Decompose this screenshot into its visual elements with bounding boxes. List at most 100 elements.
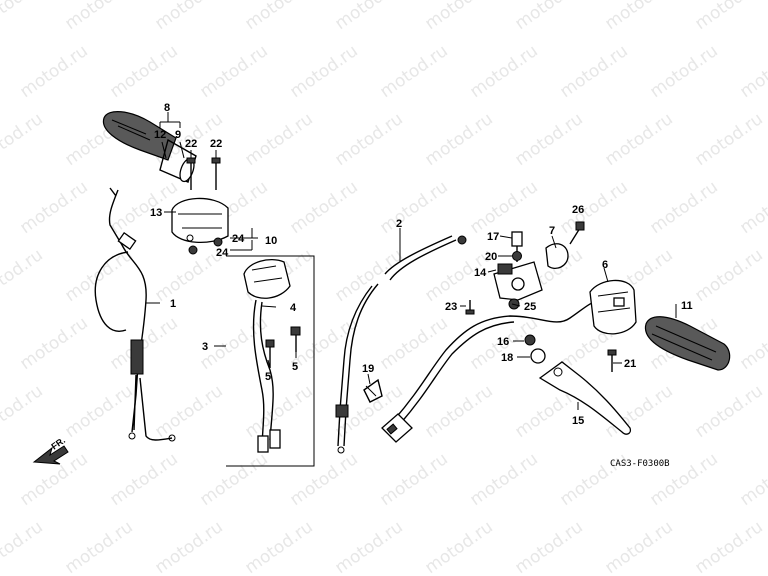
screw-26 [569,221,585,245]
callout-21: 21 [624,358,636,370]
watermark-text: motod.ru [0,109,47,170]
watermark-text: motod.ru [376,449,451,510]
callout-17: 17 [487,231,499,243]
callout-5b: 5 [292,361,298,373]
nut-20 [512,251,522,261]
watermark-text: motod.ru [511,0,586,34]
watermark-text: motod.ru [0,381,47,442]
clutch-cable [335,235,467,454]
callout-18: 18 [501,352,513,364]
watermark-text: motod.ru [151,0,226,34]
clip-19 [363,378,383,403]
watermark-text: motod.ru [421,517,496,576]
watermark-text: motod.ru [646,177,721,238]
callout-9: 9 [175,129,181,141]
callout-1: 1 [170,298,176,310]
watermark-text: motod.ru [0,517,47,576]
watermark-text: motod.ru [421,109,496,170]
watermark-text: motod.ru [241,109,316,170]
watermark-text: motod.ru [61,517,136,576]
watermark-text: motod.ru [331,517,406,576]
watermark-text: motod.ru [196,41,271,102]
watermark-text: motod.ru [106,41,181,102]
watermark-text: motod.ru [61,381,136,442]
front-arrow-icon [32,445,69,465]
watermark-text: motod.ru [0,0,47,34]
watermark-text: motod.ru [61,245,136,306]
watermark-text: motod.ru [241,0,316,34]
callout-20: 20 [485,251,497,263]
screw-21 [607,349,617,372]
watermark-text: motod.ru [151,381,226,442]
callout-8: 8 [164,102,170,114]
watermark-text: motod.ru [376,41,451,102]
watermark-text: motod.ru [376,177,451,238]
callout-13: 13 [150,207,162,219]
watermark-text: motod.ru [691,109,766,170]
watermark-text: motod.ru [286,41,361,102]
watermark-text: motod.ru [61,0,136,34]
callout-6: 6 [602,259,608,271]
callout-11: 11 [681,300,693,312]
watermark-text: motod.ru [691,245,766,306]
watermark-text: motod.ru [16,177,91,238]
clutch-lever [538,361,632,435]
watermark-text: motod.ru [331,0,406,34]
watermark-text: motod.ru [16,41,91,102]
screw-5b [290,326,301,352]
callout-3: 3 [202,341,208,353]
watermark-text: motod.ru [736,41,768,102]
watermark-text: motod.ru [691,381,766,442]
watermark-text: motod.ru [286,177,361,238]
screw-5a [265,339,275,368]
watermark-text: motod.ru [601,0,676,34]
callout-22b: 22 [210,138,222,150]
watermark-text: motod.ru [286,449,361,510]
watermark-text: motod.ru [736,313,768,374]
front-direction-indicator: FR. [32,435,69,465]
harness-wire [381,299,601,443]
holder-7 [545,243,569,270]
callout-2: 2 [396,218,402,230]
callout-16: 16 [497,336,509,348]
watermark-text: motod.ru [421,381,496,442]
callout-22a: 22 [185,138,197,150]
watermark-text: motod.ru [196,449,271,510]
callout-23: 23 [445,301,457,313]
callout-10: 10 [265,235,277,247]
callout-26: 26 [572,204,584,216]
watermark-text: motod.ru [556,41,631,102]
switch-unit-left [589,279,637,335]
throttle-housing [171,197,229,255]
watermark-text: motod.ru [646,41,721,102]
watermark-text: motod.ru [736,449,768,510]
watermark-text: motod.ru [511,109,586,170]
collar-16 [524,334,536,346]
watermark-text: motod.ru [16,313,91,374]
watermark-text: motod.ru [466,41,541,102]
screw-22b [211,157,221,190]
callout-24a: 24 [232,233,245,245]
callout-15: 15 [572,415,584,427]
watermark-text: motod.ru [151,517,226,576]
lever-bracket [493,261,543,301]
watermark-text: motod.ru [466,177,541,238]
switch-unit-right [226,255,315,467]
watermark-text: motod.ru [466,449,541,510]
watermark-text: motod.ru [106,449,181,510]
callout-19: 19 [362,363,374,375]
watermark-text: motod.ru [601,109,676,170]
watermark-text: motod.ru [106,177,181,238]
watermark-text: motod.ru [331,109,406,170]
watermark-text: motod.ru [241,517,316,576]
watermark-text: motod.ru [691,0,766,34]
watermark-text: motod.ru [0,245,47,306]
leader-lines [146,112,677,410]
callout-7: 7 [549,225,555,237]
callout-labels: 8 12 9 22 22 13 24 10 24 1 3 4 5 5 2 14 … [150,102,693,427]
bolt-18 [530,348,546,364]
figure-code: CAS3-F0300B [610,459,670,469]
throttle-cable [94,187,176,442]
